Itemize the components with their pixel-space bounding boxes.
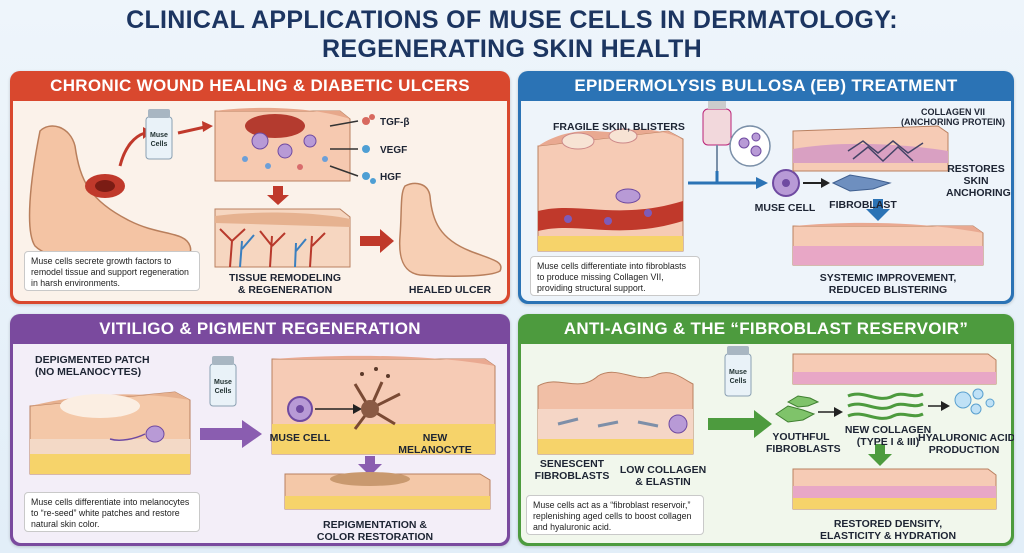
wound-remodel-label: TISSUE REMODELING & REGENERATION	[215, 272, 355, 296]
hyaluronic-acid-icon	[954, 391, 972, 409]
page-title: CLINICAL APPLICATIONS OF MUSE CELLS IN D…	[0, 6, 1024, 64]
depigmented-patch-label: DEPIGMENTED PATCH (NO MELANOCYTES)	[35, 354, 165, 378]
vitiligo-result-line-2: COLOR RESTORATION	[316, 531, 434, 543]
anti-aging-result-line-1: RESTORED DENSITY,	[833, 518, 943, 530]
wound-panel-header: CHRONIC WOUND HEALING & DIABETIC ULCERS	[50, 76, 470, 95]
restores-line-3: ANCHORING	[946, 187, 1011, 199]
remodel-line-1: TISSUE REMODELING	[228, 272, 341, 284]
senescent-fibroblasts-label: SENESCENT FIBROBLASTS	[532, 458, 612, 482]
collagen-vii-label: COLLAGEN VII (ANCHORING PROTEIN)	[898, 107, 1008, 127]
muse-cell-icon	[251, 132, 269, 150]
low-collagen-label: LOW COLLAGEN & ELASTIN	[618, 464, 708, 488]
fibroblast-icon	[831, 174, 892, 192]
anti-aging-result-line-2: ELASTICITY & HYDRATION	[819, 530, 957, 542]
anti-aging-vial-label-muse: Muse	[729, 369, 747, 376]
eb-result-label: SYSTEMIC IMPROVEMENT, REDUCED BLISTERING	[808, 272, 968, 296]
melanocyte-line-1: NEW	[422, 432, 448, 444]
anti-aging-result-label: RESTORED DENSITY, ELASTICITY & HYDRATION	[818, 518, 958, 542]
senescent-line-2: FIBROBLASTS	[534, 470, 610, 482]
patch-line-1: DEPIGMENTED PATCH	[35, 354, 150, 366]
eb-illustration	[537, 101, 984, 266]
collagen-vii-line-1: COLLAGEN VII	[920, 107, 985, 117]
factor-hgf-label: HGF	[380, 172, 401, 183]
healed-foot-icon	[398, 182, 502, 277]
anti-aging-panel: ANTI-AGING & THE “FIBROBLAST RESERVOIR” …	[518, 314, 1014, 546]
restores-line-1: RESTORES	[947, 163, 1005, 175]
foot-icon	[28, 125, 192, 269]
ha-line-2: PRODUCTION	[928, 444, 1000, 456]
title-line-2: REGENERATING SKIN HEALTH	[322, 35, 702, 63]
eb-muse-cell-label: MUSE CELL	[754, 202, 816, 214]
wound-healing-panel: CHRONIC WOUND HEALING & DIABETIC ULCERS …	[10, 71, 510, 304]
vitiligo-illustration: Muse Cells	[29, 355, 496, 510]
factor-vegf-label: VEGF	[380, 145, 407, 156]
hyaluronic-acid-label: HYALURONIC ACID PRODUCTION	[918, 432, 1014, 456]
depigmented-patch-icon	[60, 394, 140, 418]
wound-note: Muse cells secrete growth factors to rem…	[24, 251, 200, 291]
vial-label-muse: Muse	[150, 132, 168, 139]
eb-result-line-2: REDUCED BLISTERING	[828, 284, 948, 296]
anti-aging-panel-header: ANTI-AGING & THE “FIBROBLAST RESERVOIR”	[563, 319, 969, 338]
new-collagen-line-1: NEW COLLAGEN	[844, 424, 932, 436]
collagen-vii-line-2: (ANCHORING PROTEIN)	[901, 117, 1005, 127]
factor-tgf-label: TGF-β	[380, 117, 409, 128]
vitiligo-vial-label-muse: Muse	[214, 379, 232, 386]
eb-result-line-1: SYSTEMIC IMPROVEMENT,	[819, 272, 957, 284]
vitiligo-panel: VITILIGO & PIGMENT REGENERATION Muse Cel…	[10, 314, 510, 546]
melanocyte-icon	[353, 381, 401, 430]
remodel-line-2: & REGENERATION	[237, 284, 333, 296]
patch-line-2: (NO MELANOCYTES)	[35, 366, 142, 378]
low-collagen-line-1: LOW COLLAGEN	[619, 464, 707, 476]
vitiligo-panel-header: VITILIGO & PIGMENT REGENERATION	[99, 319, 421, 338]
eb-note: Muse cells differentiate into fibroblast…	[530, 256, 700, 296]
vitiligo-vial-label-cells: Cells	[215, 388, 232, 395]
eb-panel-header: EPIDERMOLYSIS BULLOSA (EB) TREATMENT	[574, 76, 958, 95]
youthful-line-1: YOUTHFUL	[772, 431, 830, 443]
healed-ulcer-label: HEALED ULCER	[408, 284, 492, 296]
collagen-fiber-icon	[847, 392, 924, 400]
vial-label-cells: Cells	[151, 141, 168, 148]
anti-aging-vial-label-cells: Cells	[730, 378, 747, 385]
eb-fibroblast-label: FIBROBLAST	[829, 199, 897, 211]
eb-treatment-panel: EPIDERMOLYSIS BULLOSA (EB) TREATMENT	[518, 71, 1014, 304]
vitiligo-result-label: REPIGMENTATION & COLOR RESTORATION	[310, 519, 440, 543]
restores-line-2: SKIN	[963, 175, 989, 187]
youthful-fibroblasts-label: YOUTHFUL FIBROBLASTS	[766, 431, 841, 455]
new-collagen-line-2: (TYPE I & III)	[856, 436, 920, 448]
youthful-line-2: FIBROBLASTS	[766, 443, 841, 455]
anti-aging-note: Muse cells act as a “fibroblast reservoi…	[526, 495, 704, 535]
youthful-fibroblast-icon	[775, 405, 816, 423]
senescent-line-1: SENESCENT	[539, 458, 605, 470]
new-melanocyte-label: NEW MELANOCYTE	[395, 432, 475, 456]
vitiligo-note: Muse cells differentiate into melanocyte…	[24, 492, 200, 532]
wound-illustration: Muse Cells TGF-β VEGF HGF	[28, 107, 502, 277]
new-collagen-label: NEW COLLAGEN (TYPE I & III)	[843, 424, 933, 448]
anti-aging-illustration: Muse Cells	[537, 346, 997, 510]
low-collagen-line-2: & ELASTIN	[635, 476, 691, 488]
ha-line-1: HYALURONIC ACID	[918, 432, 1014, 444]
title-line-1: CLINICAL APPLICATIONS OF MUSE CELLS IN D…	[126, 6, 898, 34]
vitiligo-result-line-1: REPIGMENTATION &	[322, 519, 428, 531]
restores-anchoring-label: RESTORES SKIN ANCHORING	[946, 163, 1011, 199]
fragile-skin-label: FRAGILE SKIN, BLISTERS	[553, 121, 685, 133]
melanocyte-line-2: MELANOCYTE	[398, 444, 472, 456]
vitiligo-muse-cell-label: MUSE CELL	[269, 432, 331, 444]
